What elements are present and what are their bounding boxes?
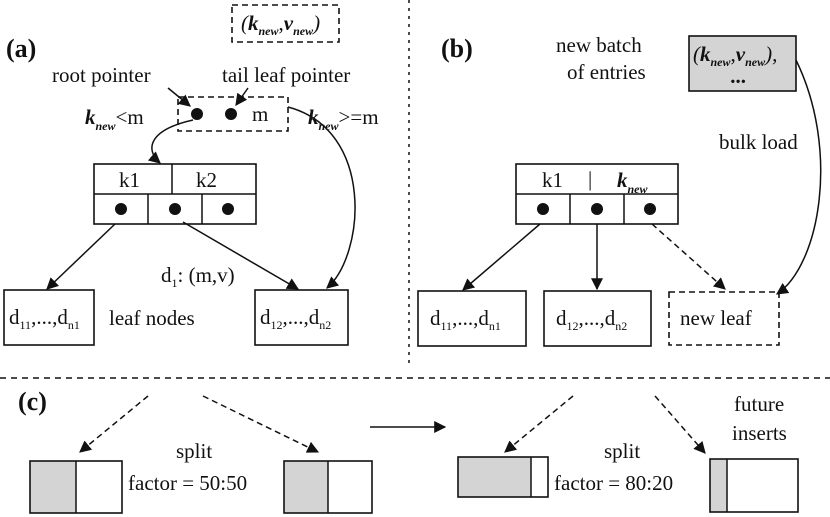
head-value-m: m	[252, 102, 268, 126]
leaf-node-left-a	[3, 289, 95, 346]
split-left-word: split	[176, 439, 212, 463]
root-b-child-dot-3	[644, 203, 656, 215]
new-entry-label: (knew,vnew)	[241, 11, 320, 38]
root-key-1: k1	[119, 168, 140, 192]
head-node-box	[177, 96, 289, 132]
new-leaf-box	[668, 291, 780, 346]
bulk-load-label: bulk load	[719, 130, 798, 154]
batch-label-line2: of entries	[567, 60, 646, 84]
split-right-node-1	[457, 456, 549, 498]
split-left-arrow-1	[79, 395, 149, 453]
root-pointer-label: root pointer	[52, 63, 151, 87]
leaf-node-mid-b	[543, 290, 652, 347]
root-pointer-dot	[191, 108, 203, 120]
tail-pointer-to-leaf-arrow	[287, 106, 356, 289]
leaf-node-right-a	[254, 289, 349, 346]
tail-pointer-arrow	[235, 87, 249, 106]
root-child-dot-1	[115, 203, 127, 215]
batch-label-line1: new batch	[556, 33, 642, 57]
d1-label: d1: (m,v)	[161, 263, 235, 290]
split-right-word: split	[604, 439, 640, 463]
tail-pointer-dot	[225, 108, 237, 120]
root-key-2: k2	[196, 168, 217, 192]
split-right-node-2-fill	[710, 459, 727, 512]
root-pointer-to-root-arrow	[147, 119, 194, 164]
panel-label-a: (a)	[6, 34, 36, 63]
leaf-right-a-text: d12,...,dn2	[260, 305, 331, 332]
tail-leaf-pointer-label: tail leaf pointer	[222, 63, 350, 87]
split-left-factor: factor = 50:50	[128, 471, 247, 495]
root-b-key-1: k1	[542, 168, 563, 192]
leaf-mid-b-text: d12,...,dn2	[556, 306, 627, 333]
root-pointer-arrow	[167, 87, 191, 107]
new-entry-box	[231, 4, 340, 43]
panel-label-c: (c)	[18, 387, 47, 416]
batch-entries-box	[688, 35, 797, 92]
panel-label-b: (b)	[441, 34, 473, 63]
cond-left-label: knew<m	[85, 105, 144, 133]
root-b-child-dot-2	[591, 203, 603, 215]
batch-entries-text: (knew,vnew),	[693, 42, 777, 69]
split-right-arrow-2	[654, 395, 706, 454]
future-inserts-line2: inserts	[732, 421, 787, 445]
bulk-load-arrow	[776, 59, 822, 295]
leaf-left-a-text: d11,...,dn1	[9, 305, 80, 332]
edge-b-to-new-leaf	[651, 223, 726, 290]
root-b-key-2: knew	[617, 168, 649, 196]
split-left-node-2-fill	[284, 461, 328, 513]
leaf-nodes-label: leaf nodes	[109, 306, 195, 330]
split-left-node-1-fill	[30, 461, 76, 513]
edge-b-to-left-leaf	[462, 223, 541, 291]
edge-to-right-leaf	[182, 221, 300, 290]
edge-to-left-leaf	[46, 223, 116, 290]
split-right-node-2	[709, 458, 799, 513]
new-leaf-label: new leaf	[680, 306, 752, 330]
root-b-child-dot-1	[537, 203, 549, 215]
leaf-node-left-b	[417, 290, 527, 347]
cond-right-label: knew>=m	[308, 105, 379, 133]
root-child-dot-2	[169, 203, 181, 215]
batch-entries-dots: ...	[731, 64, 747, 88]
split-left-arrow-2	[202, 395, 320, 453]
root-child-dot-3	[222, 203, 234, 215]
split-right-node-1-fill	[458, 457, 531, 497]
leaf-left-b-text: d11,...,dn1	[430, 306, 501, 333]
root-b-separator: |	[588, 167, 592, 191]
future-inserts-line1: future	[734, 392, 784, 416]
split-right-factor: factor = 80:20	[554, 471, 673, 495]
split-right-arrow-1	[504, 395, 574, 453]
